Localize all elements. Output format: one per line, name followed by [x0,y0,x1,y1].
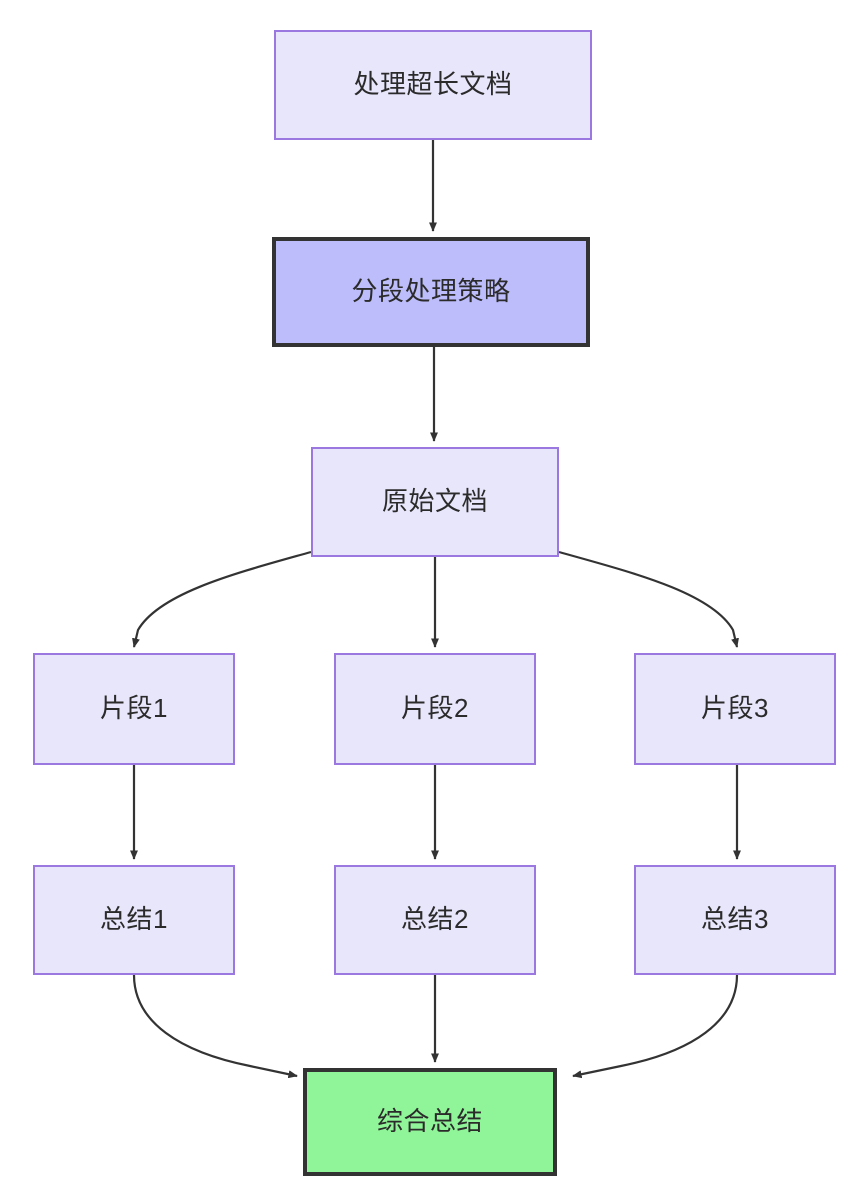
edge-summary-3-to-final-summary [572,974,739,1079]
node-fragment-1-label: 片段1 [100,693,168,724]
node-summary-3-label: 总结3 [701,904,769,935]
node-fragment-3[interactable]: 片段3 [634,653,836,765]
node-final-summary-label: 综合总结 [376,1106,483,1137]
node-summary-3[interactable]: 总结3 [634,865,836,975]
node-long-doc[interactable]: 处理超长文档 [274,30,592,140]
node-summary-2-label: 总结2 [401,904,469,935]
node-source-doc-label: 原始文档 [381,486,488,517]
edge-source-doc-to-fragment-1 [132,550,312,648]
node-strategy-label: 分段处理策略 [351,276,511,307]
node-long-doc-label: 处理超长文档 [353,69,513,100]
node-fragment-1[interactable]: 片段1 [33,653,235,765]
node-summary-2[interactable]: 总结2 [334,865,536,975]
node-source-doc[interactable]: 原始文档 [311,447,559,557]
node-summary-1[interactable]: 总结1 [33,865,235,975]
node-fragment-3-label: 片段3 [701,693,769,724]
node-summary-1-label: 总结1 [100,904,168,935]
edge-source-doc-to-fragment-3 [558,550,739,648]
node-fragment-2[interactable]: 片段2 [334,653,536,765]
node-final-summary[interactable]: 综合总结 [303,1068,557,1176]
node-strategy[interactable]: 分段处理策略 [272,237,590,347]
node-fragment-2-label: 片段2 [401,693,469,724]
edge-summary-1-to-final-summary [132,974,298,1079]
